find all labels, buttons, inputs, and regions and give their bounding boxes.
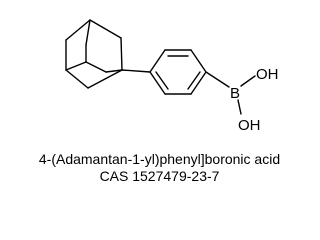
compound-name: 4-(Adamantan-1-yl)phenyl]boronic acid	[38, 151, 281, 167]
compound-card: B OH OH 4-(Adamantan-1-yl)phenyl]boronic…	[38, 19, 281, 184]
phenyl-boron-bond	[205, 71, 230, 88]
hydroxyl-label-top: OH	[256, 66, 279, 83]
boron-oh-bond-top	[240, 75, 256, 87]
cas-number: CAS 1527479-23-7	[99, 168, 220, 184]
benzene-ring	[149, 49, 207, 95]
boron-oh-bond-bottom	[237, 99, 242, 115]
boron-label: B	[230, 85, 240, 102]
chemical-structure: B OH OH	[65, 19, 279, 134]
adamantane-cage	[65, 19, 123, 89]
hydroxyl-label-bottom: OH	[238, 117, 261, 134]
adamantyl-phenyl-bond	[121, 69, 151, 73]
